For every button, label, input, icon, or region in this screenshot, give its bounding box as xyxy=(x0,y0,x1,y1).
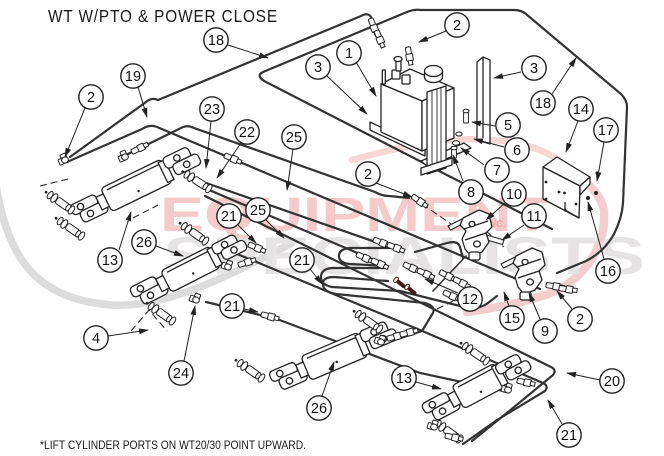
svg-text:13: 13 xyxy=(396,371,412,387)
svg-text:10: 10 xyxy=(506,187,522,203)
svg-text:21: 21 xyxy=(294,253,310,269)
svg-text:26: 26 xyxy=(311,401,327,417)
svg-text:1: 1 xyxy=(345,46,353,62)
svg-text:21: 21 xyxy=(561,428,577,444)
svg-text:2: 2 xyxy=(87,90,95,106)
svg-text:13: 13 xyxy=(102,253,118,269)
svg-text:12: 12 xyxy=(462,292,478,308)
svg-text:15: 15 xyxy=(504,311,520,327)
svg-text:21: 21 xyxy=(221,209,237,225)
svg-text:WT W/PTO & POWER CLOSE: WT W/PTO & POWER CLOSE xyxy=(48,6,278,26)
svg-text:25: 25 xyxy=(250,203,266,219)
svg-text:20: 20 xyxy=(604,374,620,390)
svg-text:23: 23 xyxy=(204,102,220,118)
svg-text:6: 6 xyxy=(513,143,521,159)
svg-text:2: 2 xyxy=(576,312,584,328)
svg-text:INC.: INC. xyxy=(486,219,506,230)
svg-text:9: 9 xyxy=(541,324,549,340)
svg-text:3: 3 xyxy=(314,60,322,76)
svg-text:*LIFT CYLINDER PORTS ON WT20/3: *LIFT CYLINDER PORTS ON WT20/30 POINT UP… xyxy=(40,440,306,452)
svg-text:18: 18 xyxy=(208,33,224,49)
svg-text:25: 25 xyxy=(286,130,302,146)
svg-text:16: 16 xyxy=(600,264,616,280)
svg-text:8: 8 xyxy=(467,185,475,201)
svg-text:2: 2 xyxy=(364,167,372,183)
svg-text:11: 11 xyxy=(526,209,541,225)
svg-text:21: 21 xyxy=(224,299,240,315)
svg-text:5: 5 xyxy=(504,118,512,134)
svg-text:26: 26 xyxy=(136,235,152,251)
svg-text:18: 18 xyxy=(535,96,551,112)
svg-text:3: 3 xyxy=(530,61,538,77)
svg-text:24: 24 xyxy=(173,366,189,382)
svg-text:SPECIALISTS: SPECIALISTS xyxy=(163,227,645,286)
svg-text:17: 17 xyxy=(598,123,614,139)
svg-text:2: 2 xyxy=(453,18,461,34)
svg-text:4: 4 xyxy=(92,331,100,347)
svg-text:7: 7 xyxy=(493,163,501,179)
svg-text:22: 22 xyxy=(239,125,255,141)
svg-text:14: 14 xyxy=(573,102,589,118)
svg-text:19: 19 xyxy=(125,69,141,85)
